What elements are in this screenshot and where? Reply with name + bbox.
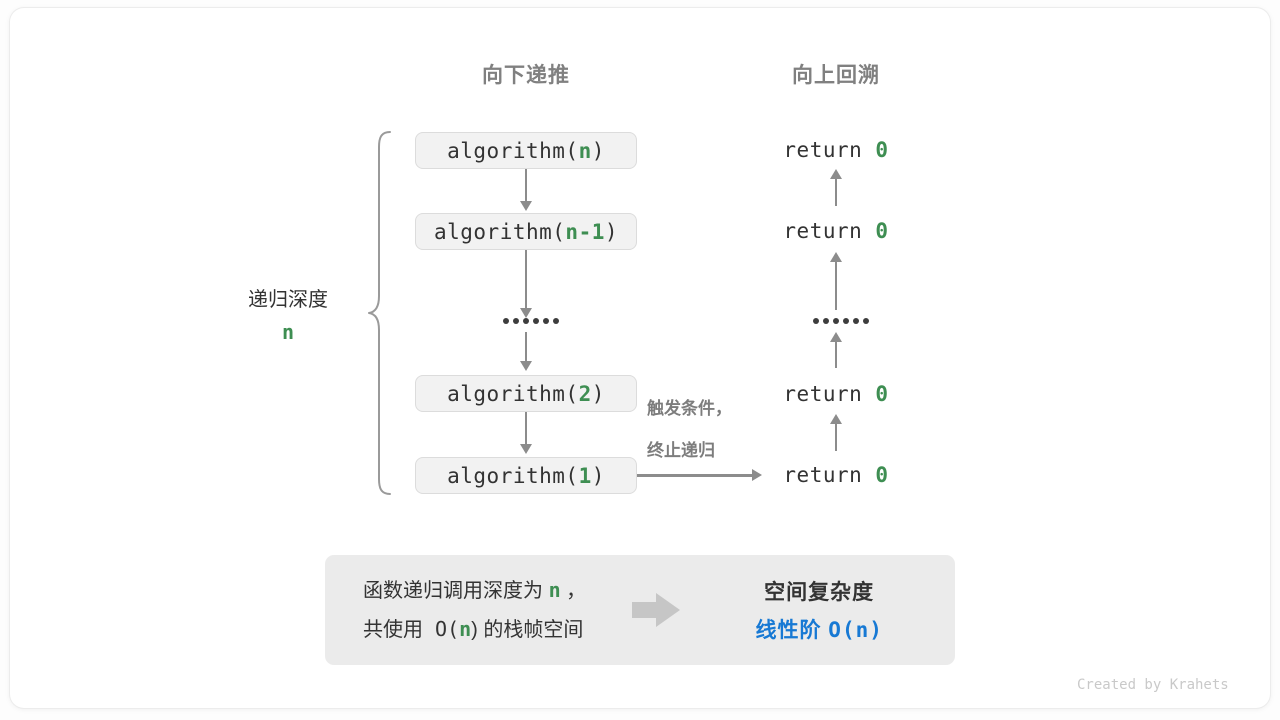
call-box-1[interactable]: algorithm(1) [415, 457, 637, 494]
credit-text: Created by Krahets [1077, 677, 1229, 693]
up-arrow-3-line [834, 342, 837, 368]
return-value-3: 0 [875, 382, 889, 406]
summary-left-line2-n: n [459, 617, 472, 641]
call-box-2-name: algorithm( [447, 381, 579, 406]
recursion-depth-label: 递归深度 [248, 289, 328, 311]
call-box-1-name: algorithm( [447, 463, 579, 488]
down-arrow-3-line [524, 332, 527, 363]
call-stack-ellipsis [503, 318, 559, 324]
up-arrow-4-line [834, 424, 837, 451]
return-label-top: return 0 [736, 138, 936, 162]
summary-left-line1-b: ， [560, 580, 587, 602]
return-value-top: 0 [875, 138, 889, 162]
curly-brace-icon [368, 131, 391, 495]
down-arrow-3-head [520, 361, 532, 371]
up-arrow-2-head [830, 252, 842, 262]
down-arrow-4-line [524, 412, 527, 445]
call-box-n[interactable]: algorithm(n) [415, 132, 637, 169]
call-box-n-name: algorithm( [447, 138, 579, 163]
call-box-2-arg: 2 [578, 381, 592, 406]
return-keyword-top: return [783, 138, 863, 162]
return-label-bottom: return 0 [736, 463, 936, 487]
summary-panel: 函数递归调用深度为 n ， 共使用 O(n) 的栈帧空间 空间复杂度 线性阶 O… [325, 555, 955, 665]
call-box-1-close: ) [591, 463, 605, 488]
summary-right-block: 空间复杂度 线性阶 O(n) [724, 576, 914, 644]
summary-complexity-value-label: 线性阶 [755, 619, 829, 642]
up-arrow-1-head [830, 169, 842, 179]
summary-complexity-value: 线性阶 O(n) [724, 614, 914, 644]
return-keyword-bottom: return [783, 463, 863, 487]
summary-left-line1-a: 函数递归调用深度为 [363, 580, 549, 602]
summary-left-line2-b: ) 的栈帧空间 [471, 619, 584, 641]
recursion-depth-value: n [281, 320, 295, 344]
down-arrow-1-line [524, 169, 527, 203]
summary-left-line2-a: 共使用 O( [363, 617, 460, 641]
trigger-note-line2: 终止递归 [647, 441, 715, 460]
call-box-n-arg: n [578, 138, 592, 163]
trigger-note-line1: 触发条件， [647, 399, 732, 418]
down-arrow-1-head [520, 201, 532, 211]
call-box-2-close: ) [591, 381, 605, 406]
call-box-2[interactable]: algorithm(2) [415, 375, 637, 412]
call-box-n-minus-1-arg: n-1 [565, 219, 605, 244]
call-box-n-minus-1[interactable]: algorithm(n-1) [415, 213, 637, 250]
summary-left-line1: 函数递归调用深度为 n ， [363, 571, 586, 610]
up-arrow-2-line [834, 262, 837, 310]
return-ellipsis [813, 318, 869, 324]
return-value-bottom: 0 [875, 463, 889, 487]
summary-complexity-value-big-o: O(n) [828, 618, 883, 642]
recursion-depth-bracket [360, 128, 396, 498]
implies-arrow-icon [632, 593, 681, 627]
return-keyword-2: return [783, 219, 863, 243]
up-arrow-1-line [834, 179, 837, 206]
return-value-2: 0 [875, 219, 889, 243]
down-arrow-2-head [520, 308, 532, 318]
column-header-downward: 向下递推 [482, 64, 570, 87]
column-header-upward: 向上回溯 [792, 64, 880, 87]
up-arrow-4-head [830, 414, 842, 424]
summary-left-text: 函数递归调用深度为 n ， 共使用 O(n) 的栈帧空间 [363, 571, 586, 649]
base-case-arrow-line [637, 474, 753, 477]
call-box-1-arg: 1 [578, 463, 592, 488]
summary-left-line2: 共使用 O(n) 的栈帧空间 [363, 610, 586, 649]
return-label-3: return 0 [736, 382, 936, 406]
summary-complexity-title: 空间复杂度 [764, 581, 875, 604]
summary-left-line1-n: n [548, 578, 561, 602]
down-arrow-4-head [520, 444, 532, 454]
down-arrow-2-line [524, 250, 527, 310]
base-case-arrow-head [752, 469, 762, 481]
return-keyword-3: return [783, 382, 863, 406]
call-box-n-minus-1-name: algorithm( [433, 219, 566, 244]
up-arrow-3-head [830, 332, 842, 342]
call-box-n-minus-1-close: ) [604, 219, 619, 244]
call-box-n-close: ) [591, 138, 605, 163]
return-label-2: return 0 [736, 219, 936, 243]
